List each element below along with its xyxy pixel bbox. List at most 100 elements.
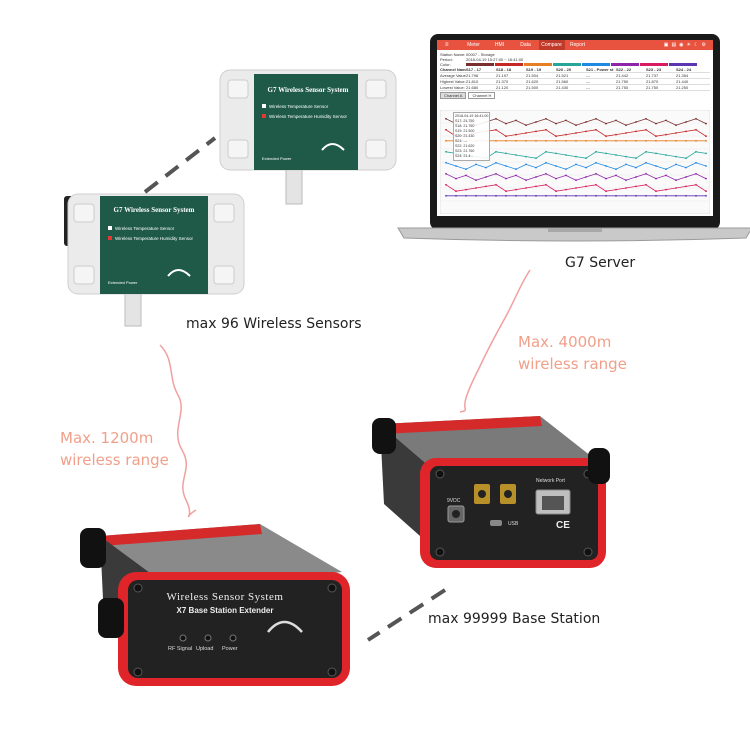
chart-point xyxy=(595,195,597,197)
menu-icon[interactable]: ≡ xyxy=(445,42,449,48)
chart-point xyxy=(675,164,677,166)
chart-point xyxy=(505,153,507,155)
table-cell: S19 - 19 xyxy=(526,67,556,72)
tab-compare[interactable]: Compare xyxy=(539,40,565,50)
chart-point xyxy=(645,151,647,153)
chart-point xyxy=(535,167,537,169)
chart-point xyxy=(565,154,567,156)
table-cell: 21.810 xyxy=(466,79,496,84)
tab-meter[interactable]: Meter xyxy=(461,42,487,48)
tab-channel-h[interactable]: Channel H xyxy=(468,92,495,99)
series-color-swatch xyxy=(611,63,639,66)
chart-point xyxy=(485,176,487,178)
chart-point xyxy=(485,195,487,197)
chart-point xyxy=(705,178,707,180)
chart-point xyxy=(585,176,587,178)
chart-point xyxy=(445,184,447,186)
chart-point xyxy=(665,134,667,136)
chart-point xyxy=(445,195,447,197)
chart-point xyxy=(535,131,537,133)
chart-point xyxy=(635,176,637,178)
chart-point xyxy=(485,167,487,169)
app-top-bar: ≡ Meter HMI Data Compare Report ▣▤◉☀☾⚙ xyxy=(437,40,713,50)
table-cell: 21.750 xyxy=(646,85,676,90)
chart-point xyxy=(495,173,497,175)
tab-channel-a[interactable]: Channel A xyxy=(440,92,466,99)
tab-data[interactable]: Data xyxy=(513,42,539,48)
range-right-line1: Max. 4000m xyxy=(518,331,627,353)
chart-point xyxy=(705,165,707,167)
sensor-back-legend-humidity: Wireless Temperature Humidity Sensor xyxy=(262,114,356,119)
chart-point xyxy=(685,131,687,133)
chart-point xyxy=(455,165,457,167)
chart-point xyxy=(495,184,497,186)
tab-hmi[interactable]: HMI xyxy=(487,42,513,48)
chart-point xyxy=(555,140,557,142)
chart-point xyxy=(515,120,517,122)
port-dc-label: 9VDC xyxy=(447,498,460,504)
chart-point xyxy=(615,154,617,156)
chart-point xyxy=(545,151,547,153)
tab-report[interactable]: Report xyxy=(565,42,591,48)
chart-point xyxy=(675,132,677,134)
chart-point xyxy=(655,140,657,142)
chart-point xyxy=(585,195,587,197)
legend-square-icon xyxy=(108,226,112,230)
chart-point xyxy=(585,121,587,123)
chart-point xyxy=(655,190,657,192)
series-color-swatch xyxy=(640,63,668,66)
table-cell: 21.430 xyxy=(556,85,586,90)
chart-point xyxy=(595,129,597,131)
chart-point xyxy=(585,131,587,133)
chart-point xyxy=(605,123,607,125)
chart-point xyxy=(655,165,657,167)
chart-point xyxy=(585,167,587,169)
chart-point xyxy=(615,120,617,122)
chart-point xyxy=(445,162,447,164)
chart-point xyxy=(695,195,697,197)
chart-point xyxy=(605,165,607,167)
chart-point xyxy=(525,187,527,189)
chart-point xyxy=(635,157,637,159)
chart-point xyxy=(655,123,657,125)
table-cell: 21.870 xyxy=(646,79,676,84)
chart-point xyxy=(595,118,597,120)
chart-point xyxy=(625,164,627,166)
chart-point xyxy=(495,195,497,197)
chart-point xyxy=(505,165,507,167)
chart-point xyxy=(575,187,577,189)
sensors-caption: max 96 Wireless Sensors xyxy=(186,316,362,332)
ce-mark: CE xyxy=(556,520,570,531)
chart-point xyxy=(595,173,597,175)
chart-point xyxy=(495,140,497,142)
chart-point xyxy=(445,118,447,120)
chart-point xyxy=(505,123,507,125)
toolbar-icons[interactable]: ▣▤◉☀☾⚙ xyxy=(664,42,713,48)
chart-point xyxy=(505,178,507,180)
table-cell: S21 - Power st xyxy=(586,67,616,72)
chart-point xyxy=(695,162,697,164)
chart-point xyxy=(665,168,667,170)
legend-square-icon xyxy=(262,104,266,108)
chart-point xyxy=(495,118,497,120)
chart-point xyxy=(495,129,497,131)
chart-point xyxy=(675,124,677,126)
chart-point xyxy=(665,140,667,142)
app-info: Station Name:00007 - Storage Period:2018… xyxy=(437,50,713,101)
table-cell: 21.737 xyxy=(646,73,676,78)
table-cell: 21.440 xyxy=(676,79,706,84)
chart-point xyxy=(635,131,637,133)
table-cell: 21.750 xyxy=(616,79,646,84)
chart-point xyxy=(565,189,567,191)
led-label-upload: Upload xyxy=(196,646,213,652)
chart-point xyxy=(565,195,567,197)
sensor-front-legend-temp: Wireless Temperature Sensor xyxy=(108,226,204,231)
chart-point xyxy=(685,121,687,123)
chart-point xyxy=(555,178,557,180)
chart-point xyxy=(515,195,517,197)
chart-point xyxy=(565,120,567,122)
extender-title: Wireless Sensor System xyxy=(150,591,300,603)
chart-point xyxy=(525,132,527,134)
series-color-swatch xyxy=(553,63,581,66)
